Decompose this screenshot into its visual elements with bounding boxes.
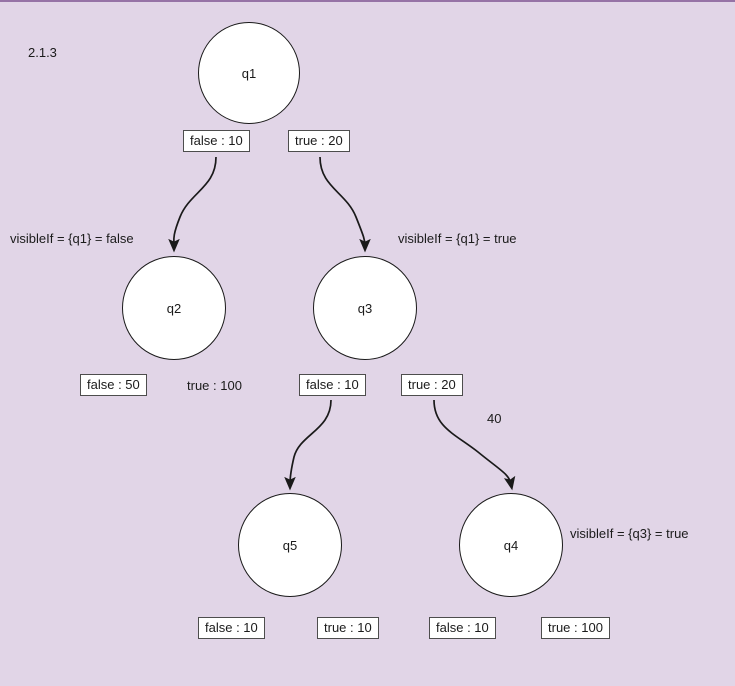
edge-label-q3-false[interactable]: false : 10	[299, 374, 366, 396]
edge-q3-false-q5	[284, 399, 332, 491]
node-q4[interactable]: q4	[459, 493, 563, 597]
note-q3: visibleIf = {q1} = true	[398, 231, 517, 246]
node-label-q5: q5	[282, 537, 298, 553]
edge-label-q4-false[interactable]: false : 10	[429, 617, 496, 639]
edge-label-q1-false[interactable]: false : 10	[183, 130, 250, 152]
note-q4: visibleIf = {q3} = true	[570, 526, 689, 541]
edge-label-q5-true[interactable]: true : 10	[317, 617, 379, 639]
node-label-q2: q2	[166, 300, 182, 316]
note-q2: visibleIf = {q1} = false	[10, 231, 134, 246]
node-q5[interactable]: q5	[238, 493, 342, 597]
node-label-q4: q4	[503, 537, 519, 553]
plain-label-q3-true-weight: 40	[487, 411, 502, 426]
node-q3[interactable]: q3	[313, 256, 417, 360]
edge-label-q5-false[interactable]: false : 10	[198, 617, 265, 639]
plain-label-q2-true-plain: true : 100	[187, 378, 242, 393]
node-q1[interactable]: q1	[198, 22, 300, 124]
node-label-q1: q1	[241, 65, 257, 81]
edge-q1-false-q2	[168, 156, 217, 253]
diagram-index-label: 2.1.3	[28, 45, 57, 60]
edge-label-q4-true[interactable]: true : 100	[541, 617, 610, 639]
edge-label-q1-true[interactable]: true : 20	[288, 130, 350, 152]
node-q2[interactable]: q2	[122, 256, 226, 360]
node-label-q3: q3	[357, 300, 373, 316]
edge-q1-true-q3	[319, 156, 371, 253]
edge-label-q3-true[interactable]: true : 20	[401, 374, 463, 396]
edge-label-q2-false[interactable]: false : 50	[80, 374, 147, 396]
